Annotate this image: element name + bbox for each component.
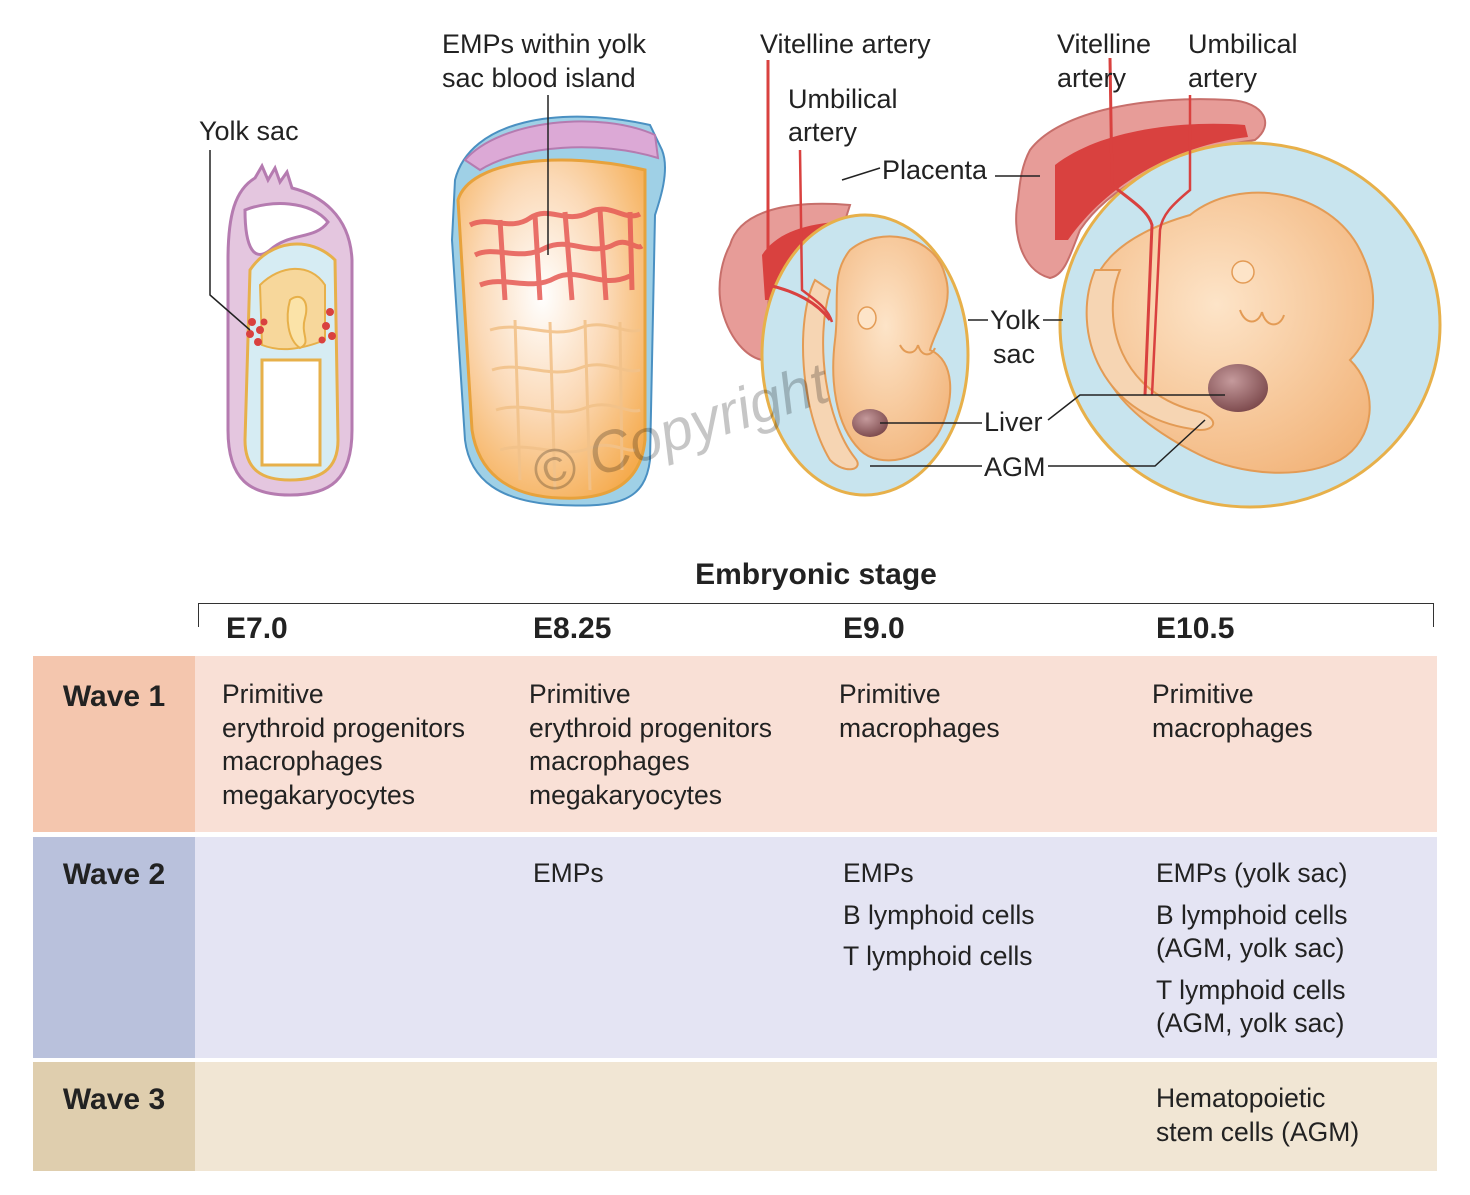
leader-lines: [209, 95, 1225, 467]
label-liver: Liver: [984, 407, 1043, 437]
cell-line: erythroid progenitors: [529, 712, 773, 743]
cell-line: macrophages: [839, 712, 1000, 743]
label-umbilical-e105-line1: Umbilical: [1188, 29, 1298, 59]
cell-line: Primitive: [529, 679, 631, 709]
label-placenta: Placenta: [882, 155, 988, 185]
cell-line: (AGM, yolk sac): [1156, 933, 1345, 963]
cell-line: (AGM, yolk sac): [1156, 1008, 1345, 1038]
e9-liver: [852, 409, 888, 437]
wave-label: Wave 3: [62, 1083, 166, 1116]
label-umbilical-e9-line1: Umbilical: [788, 84, 898, 114]
embryonic-stage-title: Embryonic stage: [695, 558, 937, 591]
e7-blood-cells: [246, 308, 336, 346]
label-emps-line2: sac blood island: [442, 63, 636, 93]
wave-row-body: [195, 837, 1437, 1058]
label-yolk-sac-e7: Yolk sac: [199, 116, 299, 146]
cell-line: erythroid progenitors: [222, 712, 466, 743]
label-yolk-sac-e9-line2: sac: [993, 339, 1035, 369]
stage-e105: E10.5: [1156, 612, 1235, 645]
stage-e7: E7.0: [226, 612, 288, 645]
label-agm: AGM: [984, 452, 1046, 482]
stage-cell: EMPs (yolk sac)B lymphoid cells(AGM, yol…: [1156, 857, 1347, 1041]
wave-row-body: [195, 1062, 1437, 1171]
label-umbilical-e9-line2: artery: [788, 117, 858, 147]
cell-line: megakaryocytes: [529, 779, 722, 810]
cell-line: B lymphoid cells: [1156, 899, 1348, 930]
cell-line: Primitive: [839, 679, 941, 709]
e9-embryo: [718, 60, 970, 497]
stage-e9: E9.0: [843, 612, 905, 645]
e105-liver: [1208, 364, 1268, 412]
label-vitelline-e105-line2: artery: [1057, 63, 1127, 93]
wave-label: Wave 2: [62, 858, 166, 891]
label-vitelline-e105-line1: Vitelline: [1057, 29, 1151, 59]
wave-row: Wave 2 EMPs EMPs B lymphoid cells T lymphoid…: [33, 837, 1437, 1058]
wave-row-header: [33, 1062, 195, 1171]
e105-vitelline-artery: [1108, 57, 1154, 396]
label-umbilical-e105-line2: artery: [1188, 63, 1258, 93]
wave-row-header: [33, 837, 195, 1058]
e105-embryo: [1015, 57, 1442, 509]
embryo-illustration: Yolk sac EMPs within yolk sac blood isla…: [199, 29, 1442, 509]
wave-row-header: [33, 656, 195, 832]
wave-row-body: [195, 656, 1437, 832]
e9-vitelline-artery: [766, 60, 832, 321]
cell-line: stem cells (AGM): [1156, 1116, 1360, 1147]
lower-sinus-network: [489, 319, 641, 491]
cell-line: macrophages: [1152, 712, 1313, 743]
stage-cell: EMPs B lymphoid cells T lymphoid cells: [843, 857, 1034, 974]
cell-line: Primitive: [1152, 679, 1254, 709]
cell-line: EMPs: [533, 858, 604, 888]
label-emps-line1: EMPs within yolk: [442, 29, 647, 59]
cell-line: EMPs (yolk sac): [1156, 858, 1348, 888]
e9-embryo-body: [832, 235, 952, 462]
e9-umbilical-artery: [798, 149, 834, 323]
stage-e825: E8.25: [533, 612, 612, 645]
wave-label: Wave 1: [62, 680, 166, 713]
label-yolk-sac-e9-line1: Yolk: [990, 305, 1041, 335]
cell-line: T lymphoid cells: [1156, 974, 1346, 1005]
cell-line: macrophages: [529, 746, 690, 776]
cell-line: Hematopoietic: [1156, 1083, 1326, 1113]
e105-umbilical-artery: [1150, 95, 1192, 396]
e825-embryo: [450, 115, 666, 507]
cell-line: EMPs: [843, 858, 914, 888]
e7-embryo: [226, 162, 354, 497]
cell-line: Primitive: [222, 679, 324, 709]
cell-line: B lymphoid cells: [843, 899, 1035, 930]
cell-line: macrophages: [222, 746, 383, 776]
blood-island-network: [468, 206, 644, 301]
label-vitelline-artery-e9: Vitelline artery: [760, 29, 931, 59]
cell-line: T lymphoid cells: [843, 941, 1033, 971]
stage-bracket: [198, 603, 1434, 627]
cell-line: megakaryocytes: [222, 779, 415, 810]
stage-cell: EMPs: [533, 857, 604, 891]
